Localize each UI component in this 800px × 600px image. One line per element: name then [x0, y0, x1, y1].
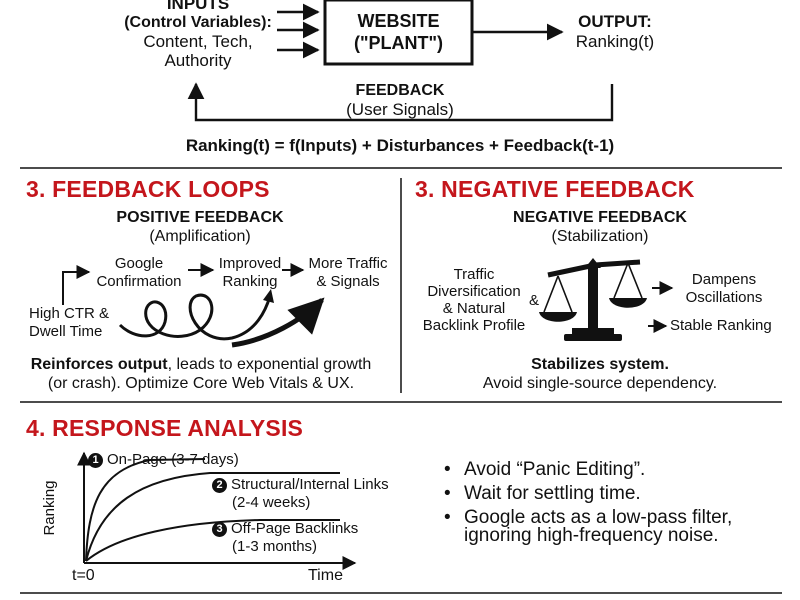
response-chart — [77, 451, 357, 570]
neg-left-4: Backlink Profile — [422, 317, 526, 334]
positive-summary-rest: , leads to exponential growth — [167, 356, 372, 373]
curve-structural — [85, 472, 340, 562]
feedback-loop-arrow — [187, 82, 614, 122]
takeaway-3-cont: ignoring high-frequency noise. — [464, 525, 719, 546]
control-loop-graphics — [187, 0, 614, 122]
amplification-spiral — [118, 293, 272, 341]
scale-icon — [539, 258, 674, 341]
negative-summary-2: Avoid single-source dependency. — [482, 375, 718, 392]
curve-3-sublabel: (1-3 months) — [232, 538, 318, 555]
curve-2-badge: 2 — [212, 478, 227, 493]
node-google-1: Google — [114, 255, 164, 272]
inputs-line-1: Content, Tech, — [143, 32, 253, 51]
neg-left-3: & Natural — [442, 300, 506, 317]
output-value: Ranking(t) — [575, 32, 655, 51]
neg-right-1: Dampens — [691, 271, 757, 288]
feedback-subtitle: (User Signals) — [346, 100, 454, 119]
positive-feedback-subtitle: (Amplification) — [149, 228, 251, 245]
positive-feedback-title: POSITIVE FEEDBACK — [116, 209, 284, 226]
neg-amp: & — [529, 292, 540, 309]
neg-right-3: Stable Ranking — [670, 317, 772, 334]
inputs-title: INPUTS — [166, 0, 230, 13]
neg-right-2: Oscillations — [685, 289, 763, 306]
feedback-title: FEEDBACK — [355, 82, 445, 99]
inputs-line-2: Authority — [164, 51, 232, 70]
takeaway-1: Avoid “Panic Editing”. — [442, 459, 782, 481]
response-analysis-heading: 4. RESPONSE ANALYSIS — [26, 415, 304, 441]
curve-1-badge: 1 — [88, 453, 103, 468]
neg-left-1: Traffic — [453, 266, 495, 283]
growth-swoosh — [231, 297, 325, 348]
node-traffic-2: & Signals — [316, 273, 380, 290]
output-title: OUTPUT: — [578, 12, 652, 31]
positive-summary-1: Reinforces output, leads to exponential … — [16, 355, 386, 374]
positive-summary-bold: Reinforces output — [30, 356, 168, 373]
node-google-2: Confirmation — [96, 273, 182, 290]
spiral-arrowhead-1 — [263, 289, 274, 303]
node-traffic-1: More Traffic — [308, 255, 388, 272]
plant-label-1: WEBSITE — [357, 11, 440, 31]
ranking-equation: Ranking(t) = f(Inputs) + Disturbances + … — [185, 136, 615, 155]
plant-label-2: ("PLANT") — [353, 33, 444, 53]
negative-feedback-subtitle: (Stabilization) — [551, 228, 649, 245]
chart-y-label: Ranking — [41, 480, 58, 536]
negative-feedback-title: NEGATIVE FEEDBACK — [513, 209, 687, 226]
positive-summary-2: (or crash). Optimize Core Web Vitals & U… — [47, 375, 355, 392]
curve-on-page — [85, 458, 206, 562]
inputs-subtitle: (Control Variables): — [124, 14, 272, 31]
negative-summary-1: Stabilizes system. — [531, 356, 669, 373]
negative-feedback-heading: 3. NEGATIVE FEEDBACK — [415, 176, 695, 202]
start-arrow — [62, 265, 91, 305]
node-improved-1: Improved — [218, 255, 282, 272]
node-ctr-2: Dwell Time — [29, 323, 103, 340]
chart-t0-label: t=0 — [72, 567, 95, 584]
takeaways-list: Avoid “Panic Editing”. Wait for settling… — [442, 459, 782, 531]
neg-left-2: Diversification — [427, 283, 521, 300]
takeaway-3: Google acts as a low-pass filter, — [442, 507, 782, 529]
positive-feedback-graphics — [62, 263, 325, 348]
curve-3-badge: 3 — [212, 522, 227, 537]
curve-off-page — [85, 519, 340, 562]
plant-box — [323, 0, 474, 66]
node-improved-2: Ranking — [222, 273, 278, 290]
takeaway-2: Wait for settling time. — [442, 483, 782, 505]
chart-x-label: Time — [308, 567, 343, 584]
node-ctr-1: High CTR & — [29, 305, 110, 322]
feedback-loops-heading: 3. FEEDBACK LOOPS — [26, 176, 270, 202]
curve-2-sublabel: (2-4 weeks) — [232, 494, 311, 511]
